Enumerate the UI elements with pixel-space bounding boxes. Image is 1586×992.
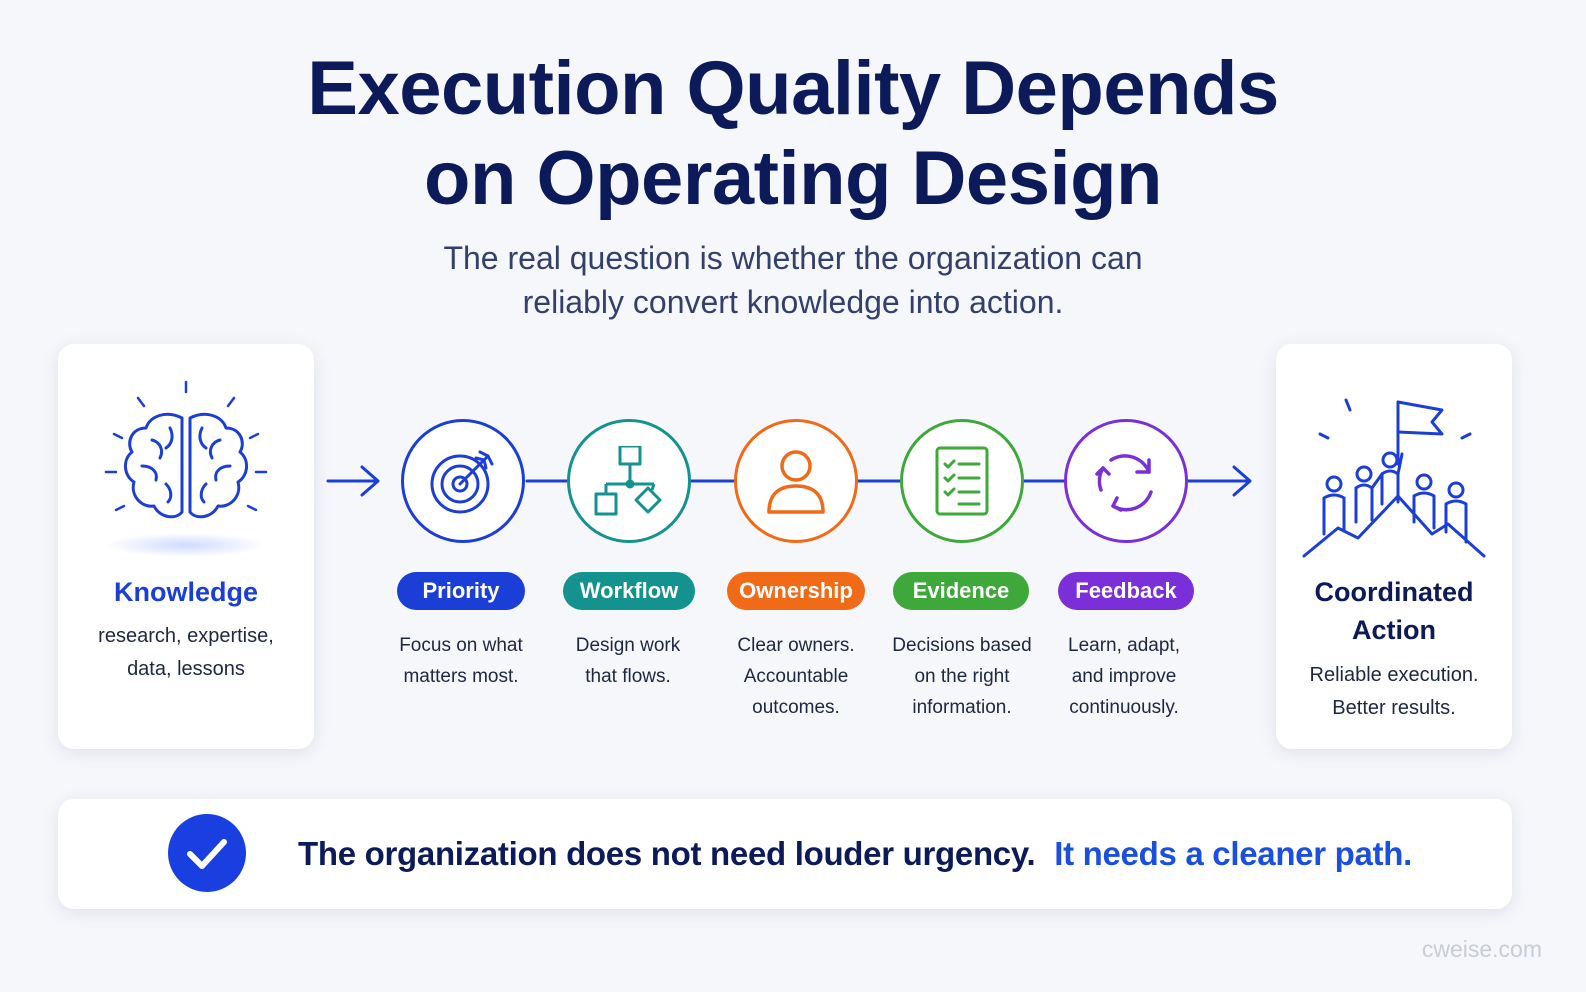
check-icon xyxy=(187,839,227,869)
subtitle-line-2: reliably convert knowledge into action. xyxy=(522,284,1064,320)
step-evidence-line-1: Decisions based xyxy=(892,635,1032,656)
action-line-1: Reliable execution. xyxy=(1309,664,1479,686)
step-evidence-line-3: information. xyxy=(912,697,1012,718)
watermark: cweise.com xyxy=(1421,936,1542,962)
knowledge-line-2: data, lessons xyxy=(127,658,245,680)
step-ownership-label: Ownership xyxy=(727,572,865,610)
step-feedback-line-2: and improve xyxy=(1071,666,1177,687)
action-title-line-1: Coordinated xyxy=(1314,577,1474,607)
knowledge-line-1: research, expertise, xyxy=(98,625,274,647)
step-workflow-description: Design work that flows. xyxy=(548,630,708,692)
step-evidence-description: Decisions based on the right information… xyxy=(882,630,1042,723)
step-priority-label: Priority xyxy=(397,572,525,610)
step-workflow-line-2: that flows. xyxy=(585,666,671,687)
action-line-2: Better results. xyxy=(1332,697,1456,719)
step-priority-circle xyxy=(401,419,525,543)
person-icon xyxy=(767,450,825,514)
target-icon xyxy=(430,450,494,514)
step-feedback-circle xyxy=(1064,419,1188,543)
page-subtitle: The real question is whether the organiz… xyxy=(0,236,1586,324)
step-ownership-line-1: Clear owners. xyxy=(737,635,855,656)
step-priority-description: Focus on what matters most. xyxy=(381,630,541,692)
step-priority-line-2: matters most. xyxy=(403,666,519,687)
step-ownership-description: Clear owners. Accountable outcomes. xyxy=(716,630,876,723)
step-priority-line-1: Focus on what xyxy=(399,635,523,656)
conclusion-dark-text: The organization does not need louder ur… xyxy=(298,835,1036,872)
step-workflow-circle xyxy=(567,419,691,543)
brain-icon xyxy=(104,380,268,557)
check-badge xyxy=(168,814,246,892)
step-evidence-label: Evidence xyxy=(893,572,1029,610)
action-title-line-2: Action xyxy=(1352,615,1436,645)
step-feedback-line-3: continuously. xyxy=(1069,697,1179,718)
action-description: Reliable execution. Better results. xyxy=(1276,659,1512,725)
step-feedback-line-1: Learn, adapt, xyxy=(1068,635,1180,656)
coordinated-action-card: Coordinated Action Reliable execution. B… xyxy=(1276,344,1512,749)
title-line-2: on Operating Design xyxy=(424,136,1162,221)
conclusion-banner: The organization does not need louder ur… xyxy=(58,799,1512,909)
knowledge-description: research, expertise, data, lessons xyxy=(58,620,314,686)
step-ownership-line-3: outcomes. xyxy=(752,697,840,718)
knowledge-title: Knowledge xyxy=(113,577,258,607)
step-workflow-line-1: Design work xyxy=(575,635,681,656)
step-ownership-circle xyxy=(734,419,858,543)
conclusion-blue-text: It needs a cleaner path. xyxy=(1054,835,1412,872)
step-evidence-circle xyxy=(900,419,1024,543)
step-evidence-line-2: on the right xyxy=(914,666,1010,687)
team-flag-icon xyxy=(1302,398,1486,558)
knowledge-card: Knowledge research, expertise, data, les… xyxy=(58,344,314,749)
step-feedback-description: Learn, adapt, and improve continuously. xyxy=(1044,630,1204,723)
checklist-icon xyxy=(935,446,989,516)
title-line-1: Execution Quality Depends xyxy=(307,46,1279,131)
conclusion-text: The organization does not need louder ur… xyxy=(298,833,1412,875)
flowchart-icon xyxy=(594,446,662,516)
action-title: Coordinated Action xyxy=(1276,573,1512,649)
subtitle-line-1: The real question is whether the organiz… xyxy=(443,240,1143,276)
step-ownership-line-2: Accountable xyxy=(743,666,849,687)
cycle-icon xyxy=(1095,454,1153,512)
step-feedback-label: Feedback xyxy=(1058,572,1194,610)
step-workflow-label: Workflow xyxy=(563,572,695,610)
page-title: Execution Quality Depends on Operating D… xyxy=(0,44,1586,224)
